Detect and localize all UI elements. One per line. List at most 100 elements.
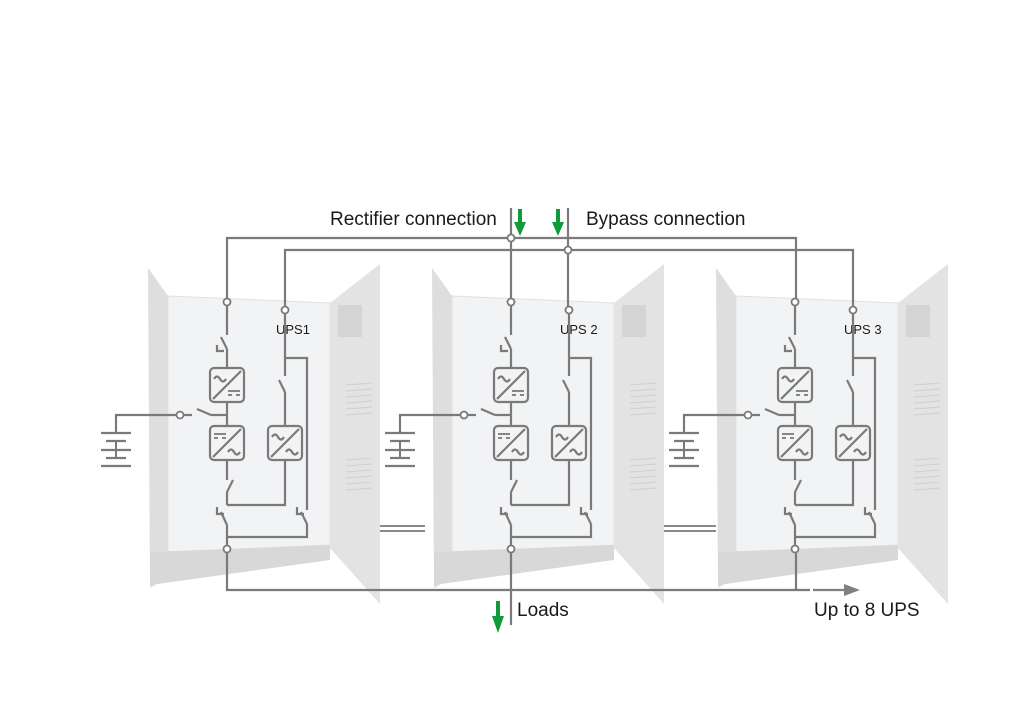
ups-cabinet [716, 264, 948, 604]
switch-handle [783, 507, 792, 516]
switch-handle [783, 345, 792, 353]
vent-slot [913, 400, 941, 404]
vent-slot [913, 475, 941, 479]
vent-slot [629, 406, 657, 410]
vent-slot [629, 457, 657, 461]
switch-handle [499, 507, 508, 516]
rectifier-connection-label: Rectifier connection [330, 209, 497, 230]
vent-slot [629, 382, 657, 386]
battery-icon [101, 413, 177, 468]
ups-label: UPS1 [276, 322, 310, 337]
switch-icon [510, 479, 518, 493]
vent-slot [629, 394, 657, 398]
battery-lead [398, 413, 461, 433]
ac-symbol [555, 433, 569, 441]
battery-switch-icon [480, 407, 496, 417]
switch-handle [215, 507, 224, 516]
switch-handle [863, 507, 872, 516]
junction-node [222, 544, 232, 554]
switch-icon [226, 479, 234, 493]
ac-symbol [285, 448, 299, 456]
expand-label: Up to 8 UPS [814, 600, 920, 621]
vent-slot [913, 394, 941, 398]
ups-unit: UPS1 [101, 297, 310, 554]
switch-handle [295, 507, 304, 516]
bypass-switch-icon [846, 379, 854, 393]
vent-slot [629, 463, 657, 467]
switch-handle [215, 345, 224, 353]
converter-diagonal [270, 428, 300, 458]
cabinet-display [906, 305, 930, 337]
wire [285, 356, 309, 510]
cabinet-base [150, 545, 330, 585]
ac-symbol [569, 448, 583, 456]
converter-diagonal [780, 428, 810, 458]
ac-symbol [497, 375, 511, 383]
ac-symbol [839, 433, 853, 441]
vent-slot [345, 400, 373, 404]
vent-slot [913, 487, 941, 491]
bypass-switch-icon [562, 379, 570, 393]
cabinet-left-door [148, 268, 168, 588]
vent-slot [913, 457, 941, 461]
bypass-connection-label: Bypass connection [586, 209, 746, 230]
junction-node [743, 410, 753, 420]
cabinet-display [622, 305, 646, 337]
cabinet-left-door [716, 268, 736, 588]
switch-icon [794, 479, 802, 493]
battery-lead [114, 413, 177, 433]
cabinet-right-door [330, 264, 380, 604]
vent-slot [345, 469, 373, 473]
converter-diagonal [212, 428, 242, 458]
vent-slot [913, 469, 941, 473]
ups-unit: UPS 2 [385, 297, 598, 554]
vent-slot [345, 394, 373, 398]
vent-slot [345, 481, 373, 485]
output-bus [225, 550, 810, 592]
ac-symbol [853, 448, 867, 456]
wire [227, 460, 287, 507]
junction-node [848, 305, 858, 315]
ups-cabinet [432, 264, 664, 604]
ac-symbol [781, 375, 795, 383]
vent-slot [913, 463, 941, 467]
ac-symbol [795, 448, 809, 456]
vent-slot [345, 487, 373, 491]
junction-node [222, 297, 232, 307]
wire [795, 460, 855, 507]
vent-slot [345, 406, 373, 410]
battery-icon [669, 413, 745, 468]
vent-slot [629, 469, 657, 473]
rectifier-icon [776, 366, 814, 404]
ups-cabinets [148, 264, 948, 604]
vent-slot [345, 463, 373, 467]
vent-slot [629, 388, 657, 392]
vent-slot [629, 475, 657, 479]
rectifier-input-arrow-icon [514, 209, 526, 236]
bypass-input-arrow-icon [552, 209, 564, 236]
vent-slot [345, 388, 373, 392]
junction-node [280, 305, 290, 315]
converter-diagonal [212, 370, 242, 400]
vent-slot [345, 382, 373, 386]
vent-slot [629, 487, 657, 491]
wire [511, 460, 571, 507]
converter-diagonal [496, 428, 526, 458]
vent-slot [629, 481, 657, 485]
vent-slot [913, 406, 941, 410]
converter-diagonal [496, 370, 526, 400]
cabinet-right-door [898, 264, 948, 604]
junction-node [459, 410, 469, 420]
ac-symbol [511, 448, 525, 456]
bypass-switch-icon [278, 379, 286, 393]
junction-node [506, 233, 516, 243]
converter-diagonal [780, 370, 810, 400]
loads-output-arrow-icon [492, 601, 504, 633]
vent-slot [345, 412, 373, 416]
ups-label: UPS 2 [560, 322, 598, 337]
battery-switch-icon [764, 407, 780, 417]
loads-label: Loads [517, 600, 569, 621]
vent-slot [345, 475, 373, 479]
wire [511, 524, 593, 539]
